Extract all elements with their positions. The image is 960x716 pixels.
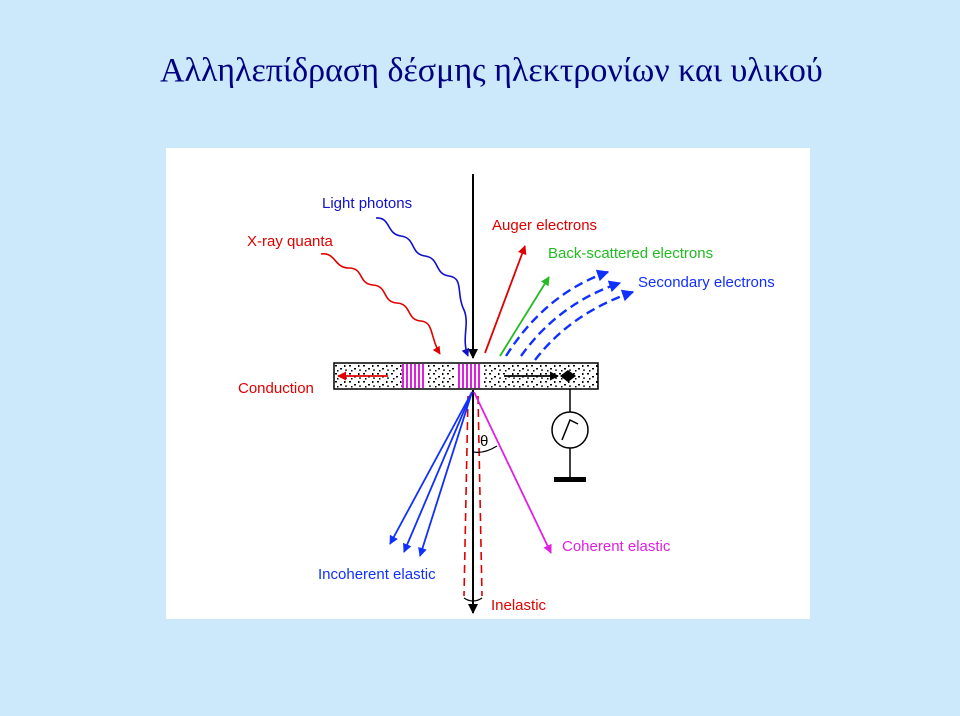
secondary-electrons-arrow [520, 280, 622, 357]
label-light-photons: Light photons [322, 195, 412, 212]
label-auger-electrons: Auger electrons [492, 217, 597, 234]
coherent-elastic-arrow [473, 391, 552, 554]
inelastic-arrow [477, 395, 483, 597]
slide-title: Αλληλεπίδραση δέσμης ηλεκτρονίων και υλι… [160, 52, 823, 89]
incoherent-elastic-arrow [403, 391, 473, 553]
backscattered-arrow [499, 276, 550, 357]
incoherent-elastic-arrow [389, 391, 473, 545]
label-inelastic: Inelastic [491, 597, 547, 614]
label-conduction: Conduction [238, 380, 314, 397]
secondary-electrons-arrow [534, 289, 635, 361]
label-xray-quanta: X-ray quanta [247, 233, 334, 250]
label-backscattered-electrons: Back-scattered electrons [548, 245, 713, 262]
incoherent-elastic-arrow [418, 391, 473, 557]
xray-quanta-wave [320, 253, 441, 355]
secondary-electrons-arrow [504, 269, 610, 357]
label-secondary-electrons: Secondary electrons [638, 274, 775, 291]
diagram-svg: Light photons X-ray quanta Auger electro… [238, 174, 775, 614]
light-photons-wave [375, 217, 470, 357]
inelastic-cone-arc [463, 597, 483, 602]
inelastic-arrow [463, 395, 469, 597]
label-theta: θ [480, 433, 488, 450]
auger-arrow [484, 245, 527, 354]
ground-icon [554, 477, 586, 482]
label-incoherent-elastic: Incoherent elastic [318, 566, 436, 583]
ammeter-icon [551, 389, 589, 478]
label-coherent-elastic: Coherent elastic [562, 538, 671, 555]
interaction-diagram: Light photons X-ray quanta Auger electro… [166, 148, 810, 619]
theta-arc [472, 445, 498, 453]
